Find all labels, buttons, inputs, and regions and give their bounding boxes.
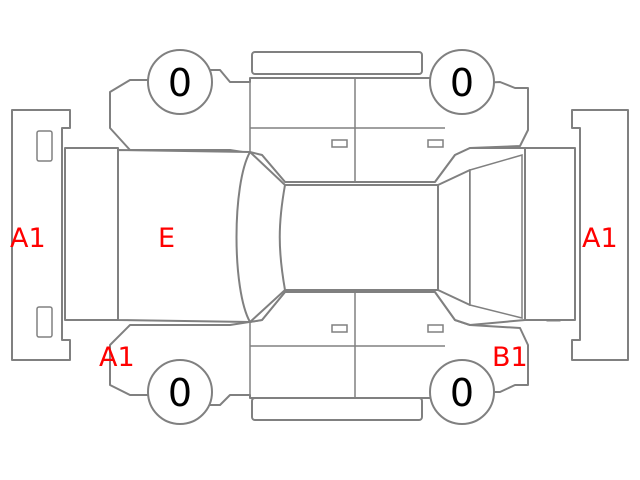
roof-rail-top	[251, 51, 423, 75]
rear-bumper	[571, 109, 629, 361]
car-body-outline	[64, 147, 576, 321]
front-bumper	[11, 109, 71, 361]
tire-rear-left: 0	[429, 49, 495, 115]
tire-rear-left-value: 0	[450, 61, 474, 105]
label-rear-bumper: A1	[582, 223, 618, 254]
top-view	[117, 147, 526, 326]
label-hood: E	[158, 223, 175, 254]
tire-rear-right: 0	[429, 359, 495, 425]
roof-rail-bottom	[251, 397, 423, 421]
tire-rear-right-value: 0	[450, 371, 474, 415]
label-front-left-corner: A1	[99, 342, 135, 373]
label-front-bumper: A1	[10, 223, 46, 254]
label-rear-right-corner: B1	[492, 342, 528, 373]
tire-front-right: 0	[147, 359, 213, 425]
tire-front-left-value: 0	[168, 61, 192, 105]
tire-front-left: 0	[147, 49, 213, 115]
tire-front-right-value: 0	[168, 371, 192, 415]
